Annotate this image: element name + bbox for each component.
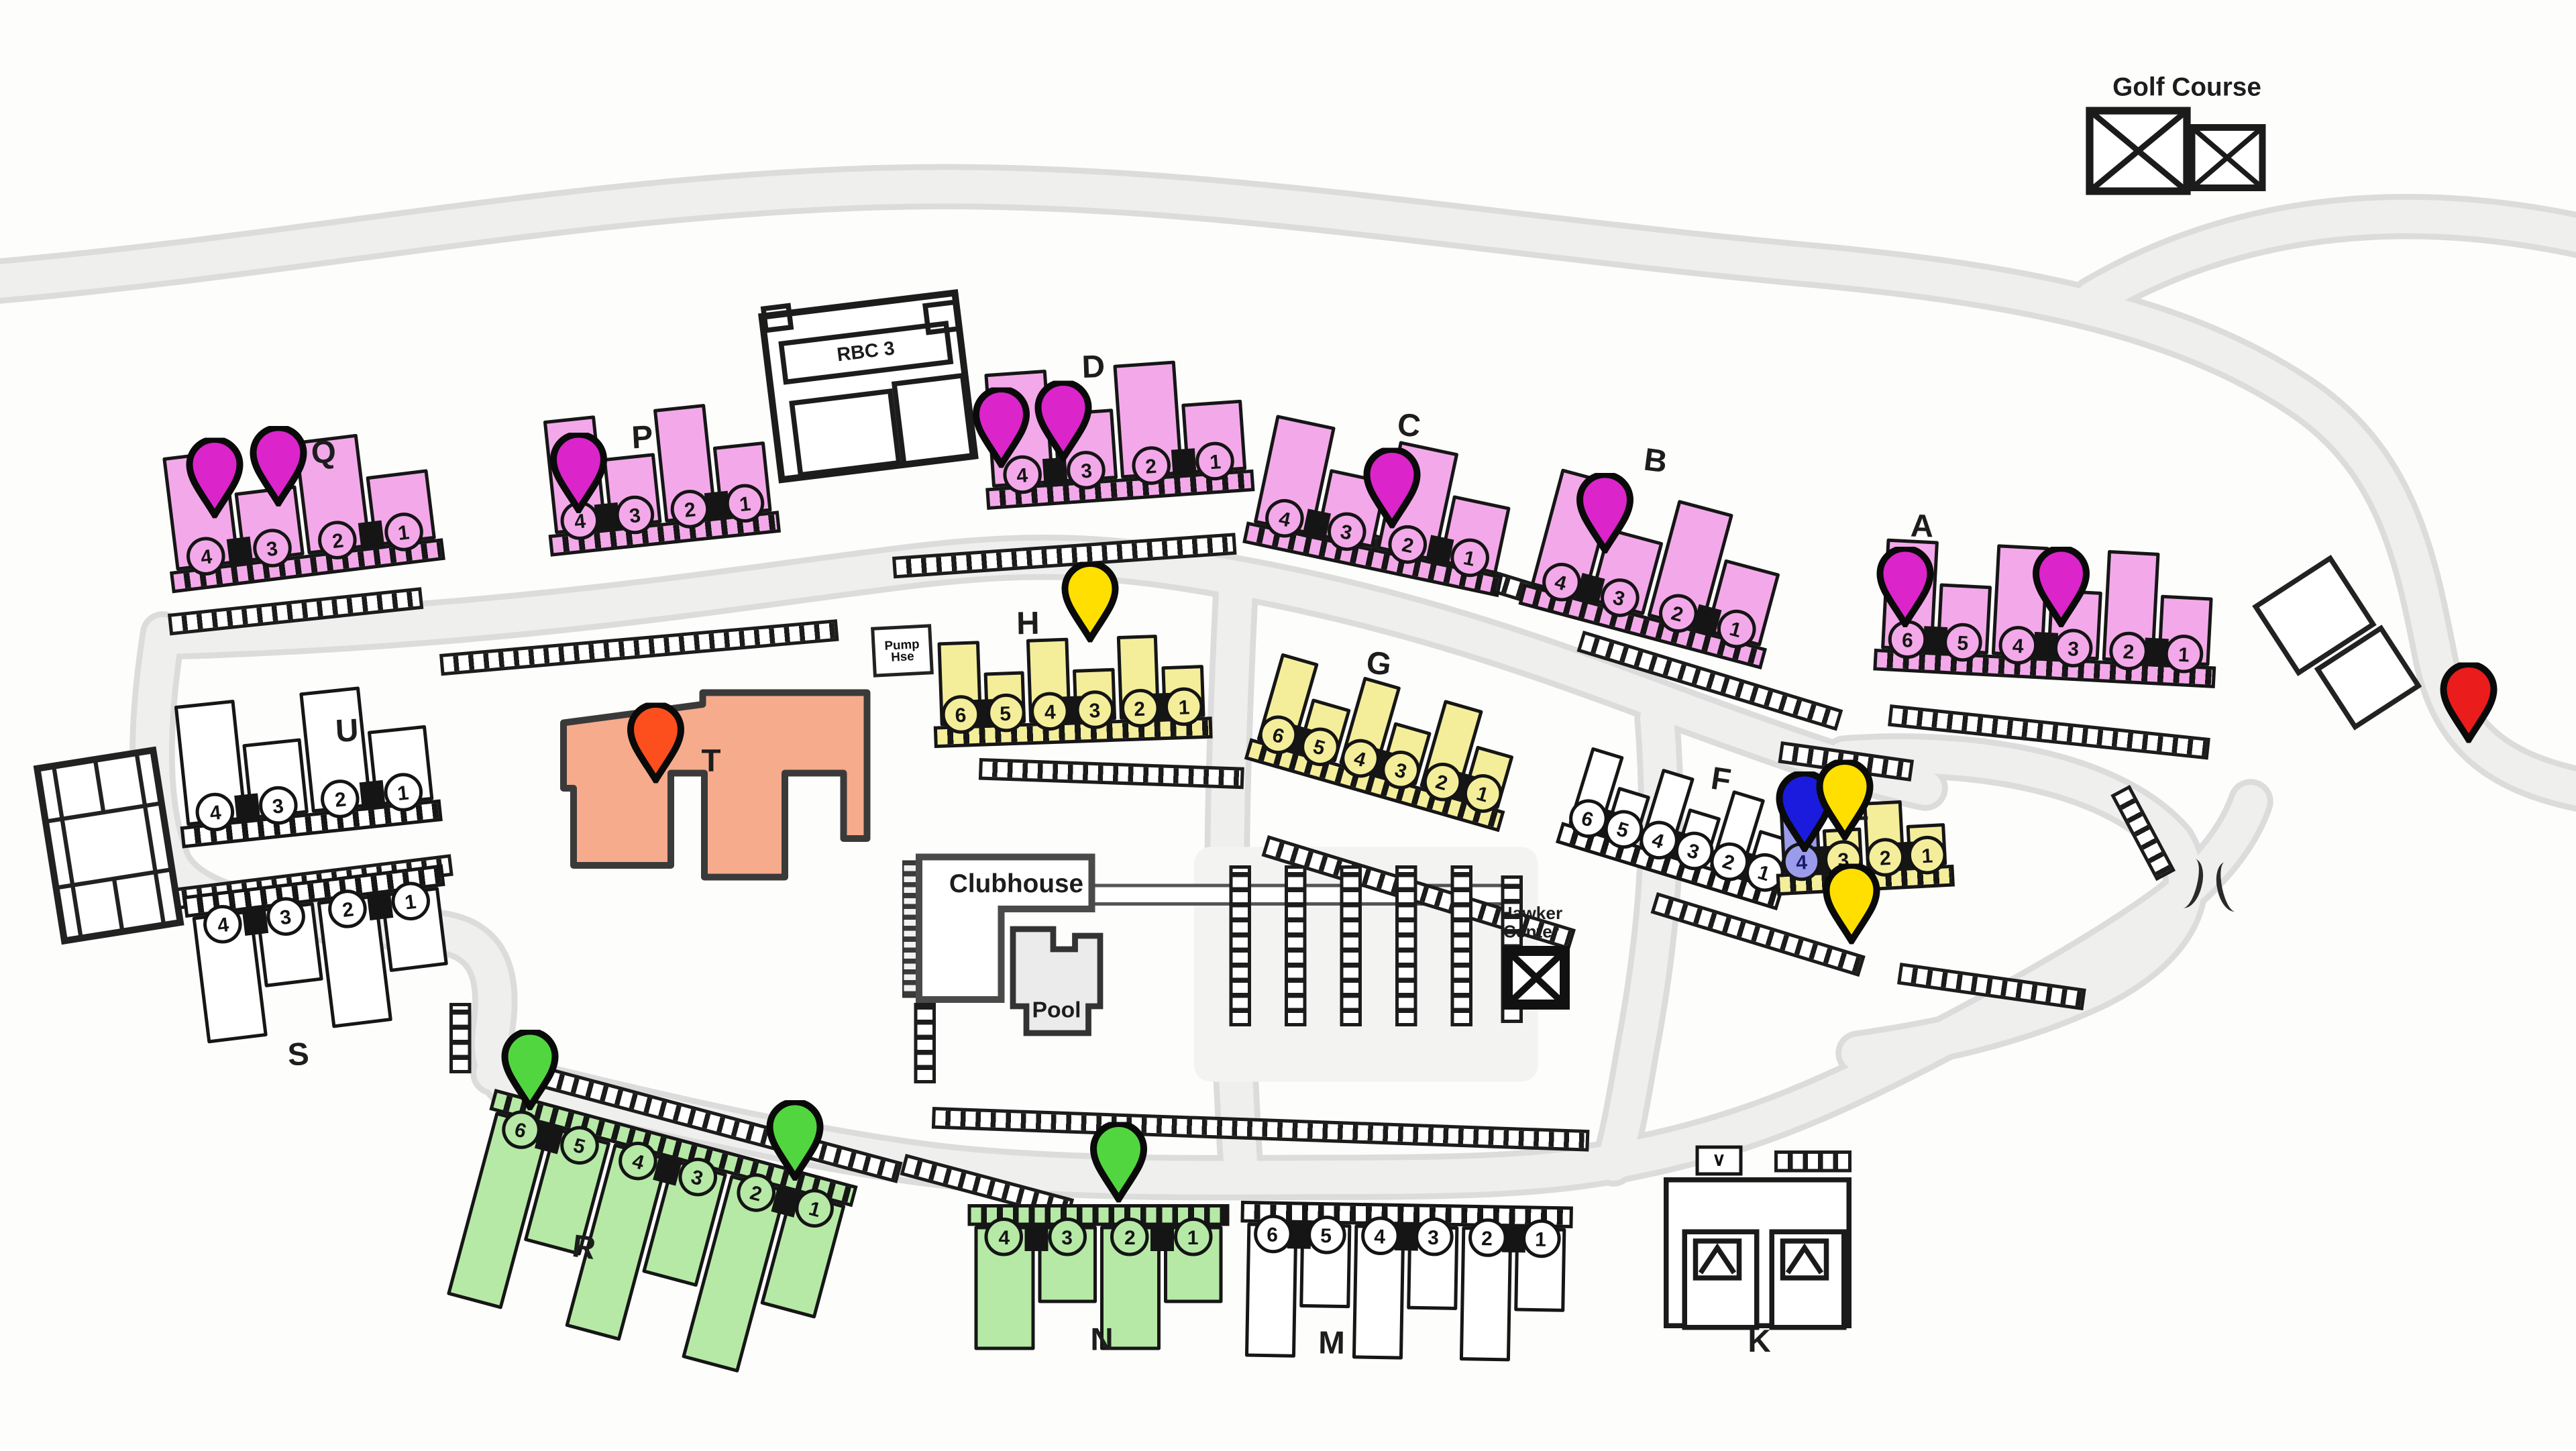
map-pin-R-6[interactable] <box>501 1030 559 1110</box>
map-pin-P-4[interactable] <box>550 433 607 513</box>
building-T-label: T <box>701 745 721 780</box>
building-M-label: M <box>1318 1326 1346 1362</box>
unit-number-N-3[interactable]: 3 <box>1047 1218 1087 1256</box>
map-pin-E-front[interactable] <box>1823 863 1880 945</box>
building-S-label: S <box>286 1037 311 1074</box>
unit-number-N-2[interactable]: 2 <box>1110 1218 1150 1256</box>
map-pin-D-3[interactable] <box>1034 380 1092 462</box>
pool <box>1010 926 1104 1036</box>
building-N-label: N <box>1090 1323 1114 1359</box>
map-pin-Q-4[interactable] <box>186 437 244 519</box>
building-K: ∨ <box>1664 1145 1851 1330</box>
map-pin-A-3[interactable] <box>2033 547 2090 627</box>
map-pin-E-3[interactable] <box>1816 759 1874 841</box>
building-G-label: G <box>1364 645 1394 684</box>
map-pin-R-1[interactable] <box>766 1100 824 1181</box>
building-H-label: H <box>1016 606 1040 643</box>
map-pin-D-4[interactable] <box>973 387 1030 468</box>
building-C-label: C <box>1395 408 1422 446</box>
pool-label: Pool <box>1032 997 1081 1022</box>
building-A-label: A <box>1910 509 1934 545</box>
building-Q-label: Q <box>310 435 337 472</box>
parking-strip <box>1340 865 1362 1026</box>
building-U-label: U <box>334 714 360 751</box>
map-pin-B-4[interactable] <box>1576 473 1633 553</box>
building-R-label: R <box>570 1229 598 1268</box>
map-pin-A-6[interactable] <box>1876 547 1934 627</box>
clubhouse-building <box>916 853 1095 1003</box>
map-pin-H-3[interactable] <box>1061 561 1119 643</box>
k-unit-roof-icon <box>1693 1238 1742 1281</box>
unit-number-N-1[interactable]: 1 <box>1173 1218 1212 1256</box>
golf-course-label: Golf Course <box>2112 74 2261 103</box>
parking-strip <box>449 1003 472 1073</box>
parking-strip <box>1774 1150 1851 1173</box>
building-rbc3: RBC 3 <box>758 288 979 484</box>
building-T <box>560 689 871 881</box>
pump-house: Pump Hse <box>871 624 934 678</box>
building-P-label: P <box>631 420 654 457</box>
map-pin-east-road[interactable] <box>2440 662 2498 743</box>
k-unit-roof-icon <box>1780 1238 1829 1281</box>
unit-number-N-4[interactable]: 4 <box>985 1218 1024 1256</box>
map-pin-N-2[interactable] <box>1090 1122 1147 1203</box>
map-pin-Q-3[interactable] <box>250 426 307 506</box>
building-K-label: K <box>1748 1325 1771 1360</box>
hawker-center-icon <box>1503 946 1570 1010</box>
parking-strip <box>1285 865 1307 1026</box>
map-pin-C-2[interactable] <box>1363 447 1421 529</box>
building-B-label: B <box>1642 443 1670 482</box>
map-pin-T[interactable] <box>627 702 684 784</box>
parking-strip <box>1229 865 1251 1026</box>
golf-course-icon <box>2086 107 2266 195</box>
clubhouse-label: Clubhouse <box>949 870 1084 900</box>
mailbox-icon: ∨ <box>1695 1145 1743 1176</box>
parking-strip <box>1450 865 1472 1026</box>
parking-strip <box>1395 865 1417 1026</box>
tennis-court <box>33 746 184 945</box>
rbc3-label: RBC 3 <box>836 339 896 366</box>
parking-strip <box>914 1003 936 1083</box>
